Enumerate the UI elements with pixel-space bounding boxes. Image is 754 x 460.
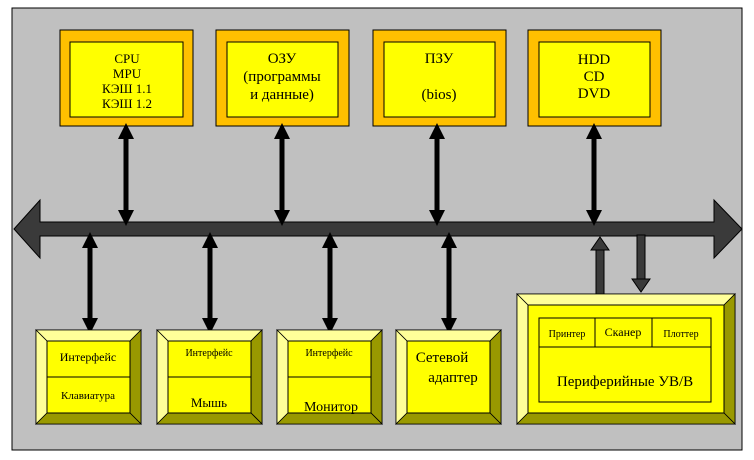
ram-box: ОЗУ (программы и данные) xyxy=(215,29,350,127)
cpu-box: CPU MPU КЭШ 1.1 КЭШ 1.2 xyxy=(59,29,194,127)
rom-line-3: (bios) xyxy=(422,87,457,103)
peripheral-output-arrow xyxy=(631,234,651,293)
rom-box: ПЗУ (bios) xyxy=(372,29,507,127)
ram-line-3: и данные) xyxy=(250,87,314,103)
system-bus xyxy=(13,198,743,260)
cpu-line-2: MPU xyxy=(113,66,142,81)
ram-line-2: (программы xyxy=(243,69,320,85)
monitor-box: Интерфейс Монитор xyxy=(276,329,383,425)
keyboard-box: Интерфейс Клавиатура xyxy=(35,329,142,425)
monitor-interface-label: Интерфейс xyxy=(305,348,353,359)
network-line-1: Сетевой xyxy=(416,350,469,366)
peripherals-title: Периферийные УВ/В xyxy=(557,374,693,390)
peripheral-input-arrow xyxy=(590,236,610,295)
storage-line-1: HDD xyxy=(578,52,611,68)
monitor-label: Монитор xyxy=(304,400,358,415)
network-adapter-box: Сетевой адаптер xyxy=(395,329,502,425)
rom-line-1: ПЗУ xyxy=(425,51,454,67)
mouse-label: Мышь xyxy=(191,395,227,410)
mouse-interface-label: Интерфейс xyxy=(185,348,233,359)
mouse-box: Интерфейс Мышь xyxy=(156,329,263,425)
cpu-line-3: КЭШ 1.1 xyxy=(102,81,152,96)
cpu-line-1: CPU xyxy=(114,51,140,66)
printer-label: Принтер xyxy=(549,329,586,340)
storage-line-3: DVD xyxy=(578,86,611,102)
storage-line-2: CD xyxy=(584,69,605,85)
ram-line-1: ОЗУ xyxy=(268,51,297,67)
storage-box: HDD CD DVD xyxy=(527,29,662,127)
plotter-label: Плоттер xyxy=(663,329,698,340)
cpu-line-4: КЭШ 1.2 xyxy=(102,96,152,111)
scanner-label: Сканер xyxy=(605,325,642,339)
network-line-2: адаптер xyxy=(428,370,478,386)
peripherals-box: Принтер Сканер Плоттер Периферийные УВ/В xyxy=(516,293,736,425)
keyboard-interface-label: Интерфейс xyxy=(60,350,117,364)
keyboard-label: Клавиатура xyxy=(61,390,115,402)
